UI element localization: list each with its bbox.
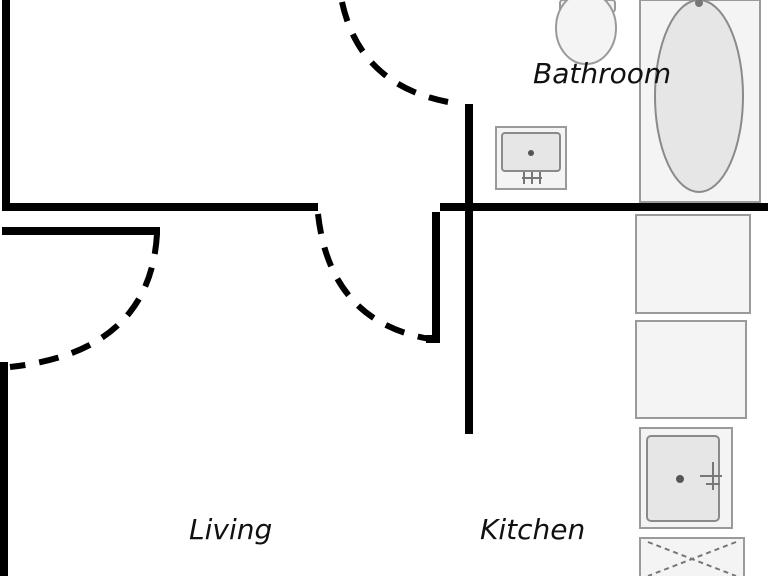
hall-door-swing (315, 213, 431, 342)
kitchen-sink-icon (639, 427, 733, 529)
kitchen-counter-icon (635, 214, 751, 419)
room-label-bathroom: Bathroom (533, 57, 671, 90)
bathroom-sink-icon (495, 126, 567, 190)
door-swings (9, 1, 449, 370)
toilet-icon (555, 0, 617, 65)
stove-icon (639, 537, 745, 576)
bathtub-icon (639, 0, 761, 203)
room-label-kitchen: Kitchen (480, 513, 585, 546)
bathroom-door-swing (339, 1, 449, 105)
living-door-swing (9, 233, 160, 370)
room-label-living: Living (189, 513, 272, 546)
